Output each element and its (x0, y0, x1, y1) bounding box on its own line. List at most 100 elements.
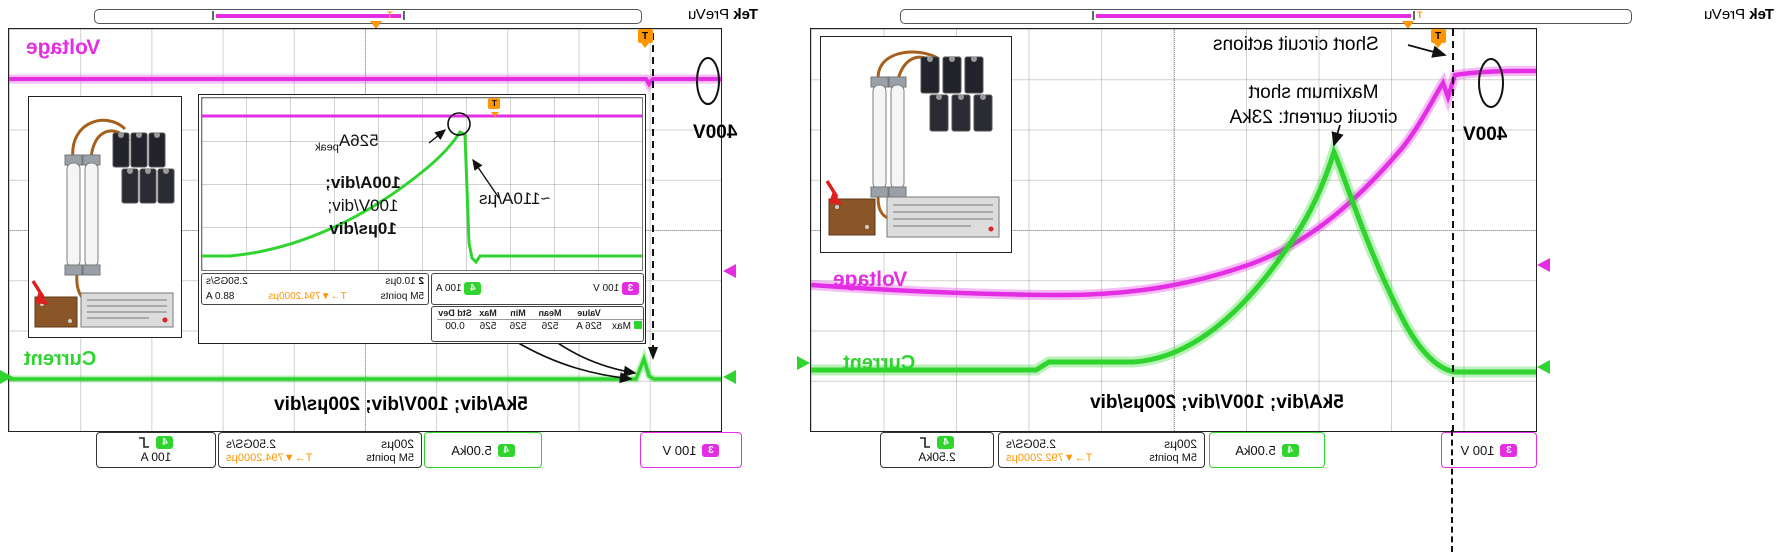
trigger-level-marker (0, 370, 13, 384)
slope-label: ~110A/µs (479, 189, 551, 208)
record-window-bracket (1092, 11, 1094, 20)
table-cell: 526 (541, 321, 559, 332)
ch3-badge: 3 (622, 281, 639, 295)
table-header: Min (503, 307, 533, 320)
brand-label: Tek (733, 6, 758, 23)
scale-label: 5kA/div; 100V/div; 200µs/div (1090, 392, 1344, 413)
ch3-badge: 3 (702, 443, 720, 457)
table-header: Std Dev (437, 307, 473, 320)
inset-voltage-scale: 100V/div; (327, 196, 399, 215)
sample-rate-value: 2.50GS/s (1006, 436, 1057, 451)
zoom-acquisition-readout: 2 10.0µs 2.50GS/s 5M points T→▼794.2000µ… (201, 273, 429, 305)
ch3-badge: 3 (1500, 443, 1518, 457)
timebase-value: 200µs (381, 436, 414, 451)
voltage-level-label: 400V (692, 122, 738, 143)
slope-callout-arrow (472, 158, 500, 199)
timebase-readout-box: 200µs 2.50GS/s 5M points T→▼792.2000µs (998, 432, 1205, 468)
table-header: Value (567, 307, 611, 320)
oscilloscope-capture-2: T Tek PreVu T Short circuit actions Maxi… (795, 6, 1782, 555)
inset-scale-lines: 100A/div; 100V/div; 10µs/div (299, 171, 427, 240)
trigger-level-readout: 88.0 A (206, 291, 235, 302)
fuse-holders (870, 76, 907, 198)
trigger-position-readout: T→▼794.2000µs (268, 291, 347, 302)
ch4-position-marker (1537, 360, 1550, 374)
trigger-slope-icon (920, 437, 931, 448)
trigger-t-flag: T (1431, 29, 1446, 48)
zoom-factor: 2 10.0µs (385, 276, 424, 287)
sample-rate-value: 2.50GS/s (226, 436, 277, 451)
record-trigger-t: T (387, 10, 393, 20)
power-supply (886, 196, 1000, 238)
tek-prevu: Tek PreVu (688, 6, 758, 23)
trigger-source-badge: 4 (156, 436, 174, 449)
zoom-inset: T 526Apeak 100A/div; 100V/div; 10µs/div … (198, 94, 646, 344)
mode-label: PreVu (1703, 6, 1746, 23)
capacitor-bank (112, 132, 175, 204)
current-label: Current (843, 352, 916, 374)
waveform-plot (811, 29, 1536, 431)
test-setup-photo (820, 36, 1012, 253)
ch3-scale-value: 100 V (1460, 442, 1495, 458)
annotation-dashed-line-extension (1451, 430, 1453, 552)
zoom-trigger-t-flag: T (488, 98, 500, 117)
max-current-annotation: Maximum short circuit current: 23kA (1201, 80, 1426, 130)
record-trigger-t: T (1417, 10, 1423, 20)
table-cell: 526 A (576, 321, 602, 332)
voltage-label: Voltage (26, 36, 101, 59)
inset-time-scale: 10µs/div (329, 219, 397, 238)
peak-subscript: peak (315, 141, 339, 154)
short-circuit-annotation: Short circuit actions (1213, 34, 1379, 55)
table-header: Max (473, 307, 503, 320)
trigger-level-marker (797, 356, 810, 370)
trigger-level-value: 2.50kA (918, 450, 956, 464)
trigger-position-value: T→▼792.2000µs (1006, 451, 1093, 464)
current-label: Current (24, 348, 97, 370)
trigger-t-flag: T (638, 29, 653, 48)
measurement-table: Value Mean Min Max Std Dev Max 526 A 526… (431, 306, 644, 342)
ch3-scale-value: 100 V (662, 442, 697, 458)
max-current-line1: Maximum short (1248, 82, 1379, 103)
red-arrow (825, 180, 843, 205)
ch3-readout: 3 100 V (593, 281, 639, 295)
peak-circle-annotation (447, 112, 471, 136)
ch4-chip (633, 321, 642, 329)
ch4-scale-value: 5.00kA (1235, 442, 1276, 458)
power-supply (80, 292, 174, 328)
zoom-channel-readout: 3 100 V 4 100 A (431, 273, 644, 305)
table-cell: 526 (509, 321, 527, 332)
tek-prevu: Tek PreVu (1704, 6, 1774, 23)
ch4-badge: 4 (497, 443, 515, 457)
record-points: 5M points (380, 291, 424, 302)
shunt-pcb (828, 198, 876, 236)
voltage-trace (9, 77, 721, 88)
voltage-label: Voltage (833, 268, 908, 291)
voltage-level-ellipse (696, 57, 720, 105)
record-length-value: 5M points (366, 451, 414, 464)
record-window-segment (1096, 14, 1411, 18)
table-cell: 0.00 (445, 321, 465, 332)
zoom-current-trace (202, 129, 642, 265)
zoom-waveform-plot (202, 112, 642, 265)
dashed-line-arrowhead (648, 347, 658, 360)
current-trace (9, 353, 721, 381)
peak-callout-arrow (428, 129, 447, 144)
sample-rate: 2.50GS/s (206, 276, 248, 287)
ch3-readout-box: 3 100 V (1441, 432, 1537, 468)
test-setup-illustration (31, 118, 175, 328)
ch4-readout-box: 4 5.00kA (424, 432, 542, 468)
test-setup-illustration (825, 50, 1000, 238)
max-current-line2: circuit current: 23kA (1229, 107, 1398, 128)
max-current-callout-arrow (1331, 124, 1344, 147)
record-length-value: 5M points (1149, 451, 1197, 464)
ch3-position-marker (1537, 258, 1550, 272)
ch4-badge: 4 (464, 281, 482, 295)
timebase-readout-box: 200µs 2.50GS/s 5M points T→▼794.2000µs (218, 432, 422, 468)
ch3-position-marker (723, 264, 736, 278)
red-arrow (31, 280, 49, 305)
ch4-badge: 4 (1281, 443, 1299, 457)
fuse-holders (64, 154, 101, 276)
trigger-source-badge: 4 (937, 436, 955, 449)
voltage-level-label: 400V (1462, 124, 1508, 145)
record-window-segment (216, 14, 401, 18)
oscilloscope-capture-1: T Tek PreVu T Voltage Current 400V 5kA/d… (0, 6, 764, 551)
